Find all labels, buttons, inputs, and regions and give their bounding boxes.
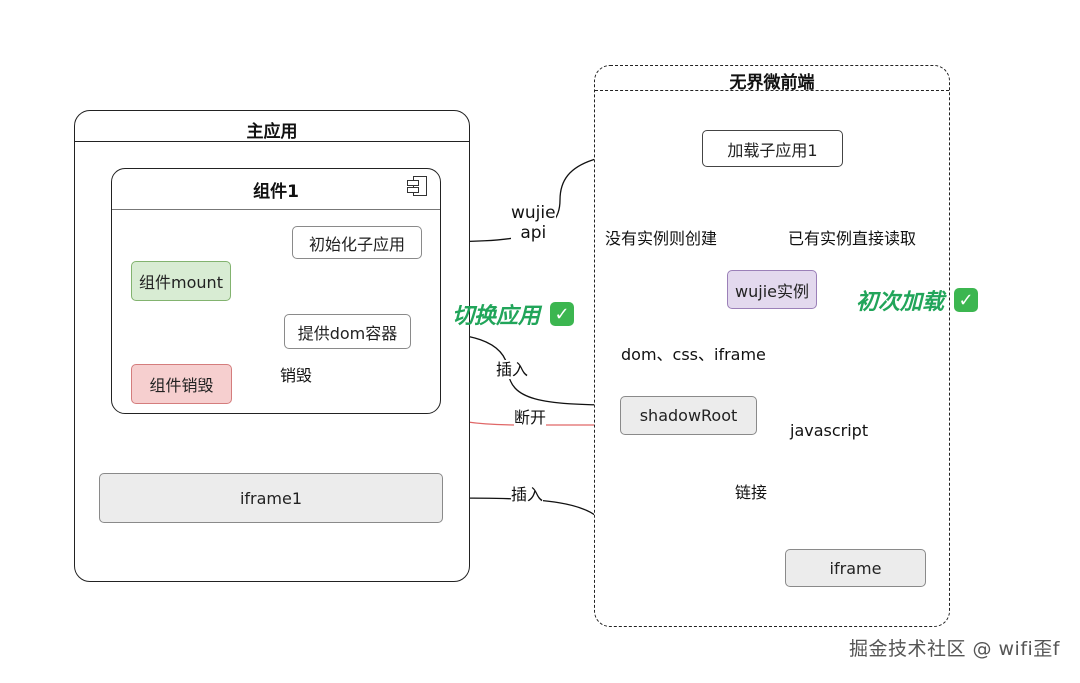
destroy-edge-label: 销毁: [280, 366, 313, 386]
wujie-api-label: wujie api: [511, 203, 556, 244]
iframe1-node[interactable]: iframe1: [99, 473, 443, 523]
link-label: 链接: [735, 483, 768, 503]
read-existing-label: 已有实例直接读取: [788, 229, 917, 249]
disconnect-label: 断开: [514, 408, 547, 428]
dom-css-iframe-label: dom、css、iframe: [621, 345, 766, 365]
micro-fe-title: 无界微前端: [729, 73, 815, 93]
first-load-badge: 初次加载 ✓: [856, 284, 979, 316]
main-app-title: 主应用: [246, 122, 298, 142]
component-mount-node[interactable]: 组件mount: [131, 261, 231, 301]
wujie-instance-node[interactable]: wujie实例: [727, 270, 817, 309]
check-icon: ✓: [550, 302, 575, 326]
component1-title: 组件1: [253, 182, 299, 202]
component1-title-divider: [112, 209, 440, 210]
main-app-title-divider: [75, 141, 469, 142]
insert-dom-label: 插入: [496, 360, 529, 380]
provide-dom-container-node[interactable]: 提供dom容器: [284, 314, 411, 349]
component-destroy-node[interactable]: 组件销毁: [131, 364, 232, 404]
load-child-app-node[interactable]: 加载子应用1: [702, 130, 843, 167]
first-load-text: 初次加载: [856, 290, 945, 315]
watermark: 掘金技术社区 @ wifi歪f: [848, 638, 1060, 660]
insert-iframe-label: 插入: [511, 485, 544, 505]
component-icon: [407, 176, 427, 196]
iframe-node[interactable]: iframe: [785, 549, 926, 587]
init-child-app-node[interactable]: 初始化子应用: [292, 226, 422, 259]
javascript-label: javascript: [790, 421, 869, 441]
micro-fe-title-divider: [595, 90, 949, 91]
switch-app-text: 切换应用: [452, 304, 541, 329]
shadow-root-node[interactable]: shadowRoot: [620, 396, 757, 435]
create-if-none-label: 没有实例则创建: [605, 229, 718, 249]
switch-app-badge: 切换应用 ✓: [452, 298, 575, 330]
check-icon: ✓: [954, 288, 979, 312]
